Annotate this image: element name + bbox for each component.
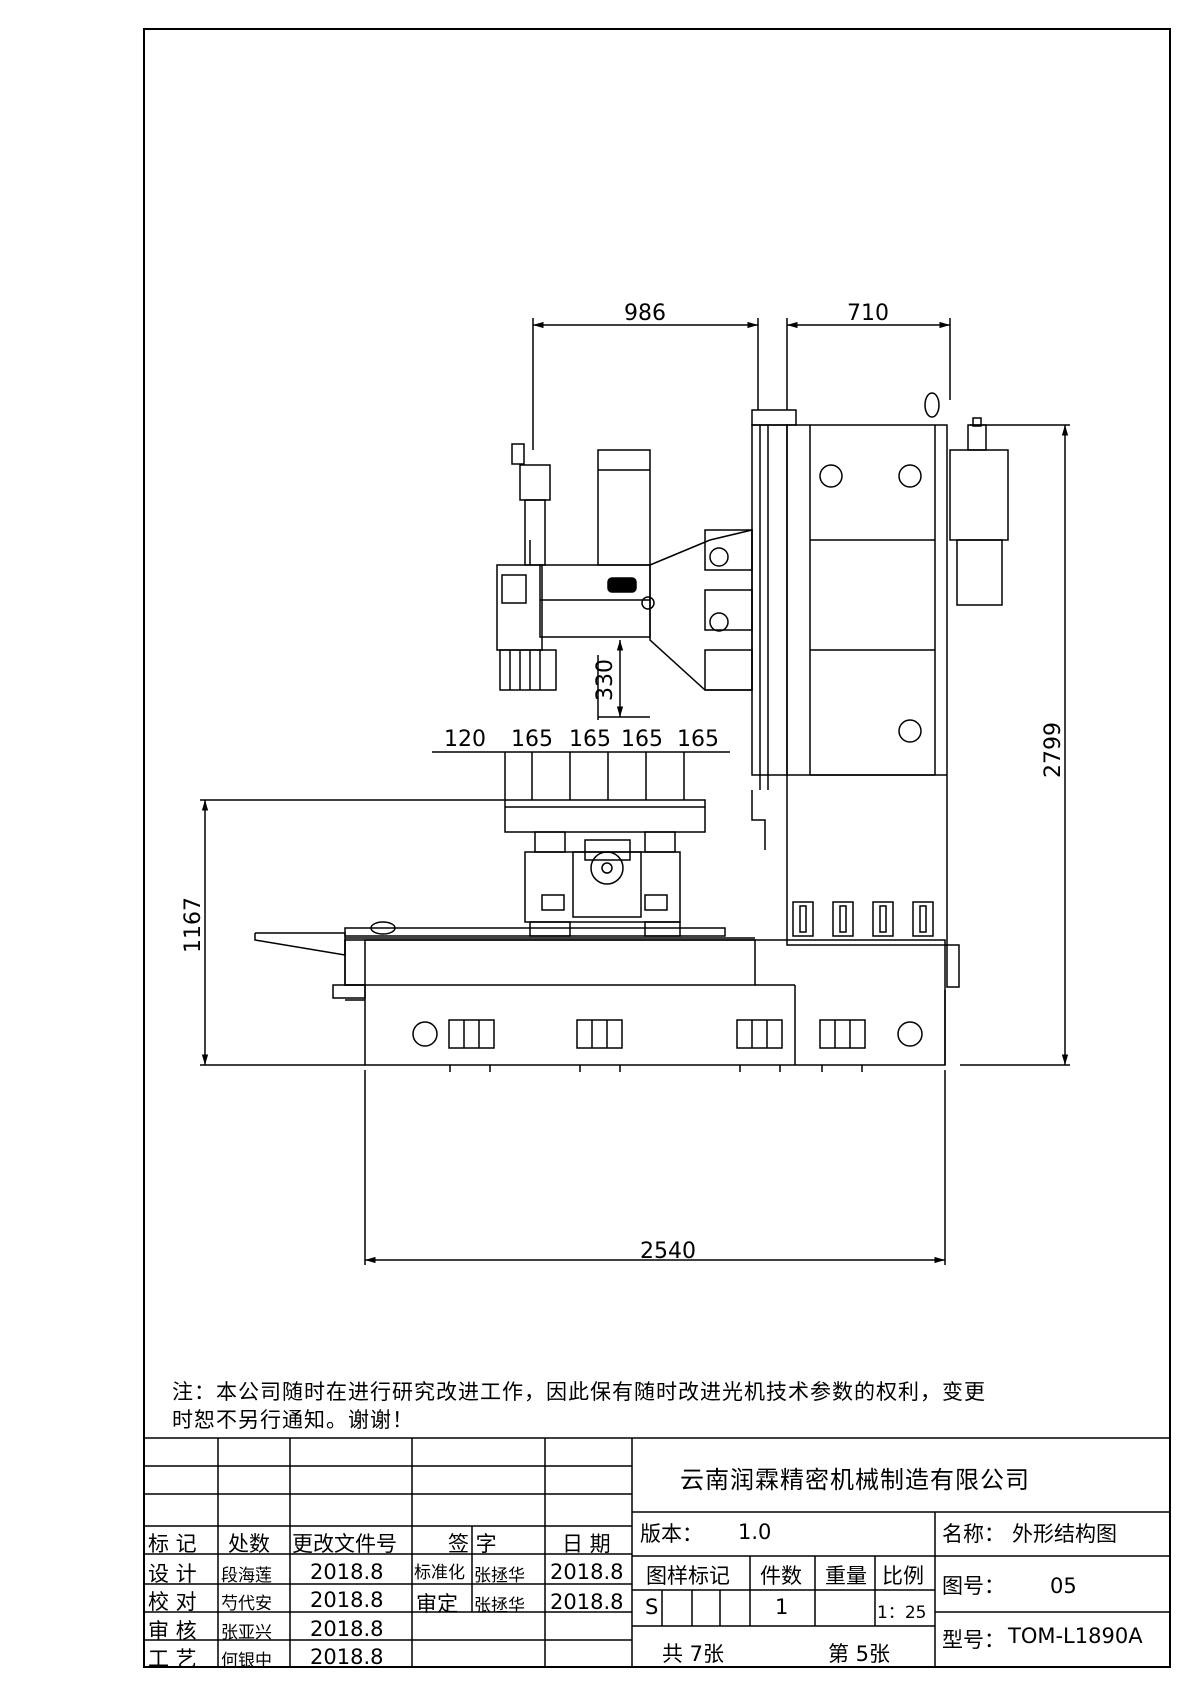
dim-330: 330 bbox=[593, 659, 618, 701]
drawing-no-value: 05 bbox=[1050, 1574, 1077, 1598]
role-review: 审 核 bbox=[148, 1619, 197, 1643]
model-label: 型号： bbox=[942, 1628, 1005, 1652]
header-weight: 重量 bbox=[825, 1564, 867, 1588]
drawing-frame bbox=[143, 28, 1171, 1668]
dim-165-c: 165 bbox=[621, 727, 663, 752]
quantity-value: 1 bbox=[775, 1595, 789, 1619]
dim-165-d: 165 bbox=[677, 727, 719, 752]
role-design: 设 计 bbox=[148, 1562, 197, 1586]
dim-165-b: 165 bbox=[569, 727, 611, 752]
header-sample-mark: 图样标记 bbox=[646, 1564, 730, 1588]
dim-165-a: 165 bbox=[511, 727, 553, 752]
note-line-1: 注：本公司随时在进行研究改进工作，因此保有随时改进光机技术参数的权利，变更 bbox=[172, 1380, 986, 1404]
name-value: 外形结构图 bbox=[1012, 1522, 1117, 1546]
date-process: 2018.8 bbox=[310, 1645, 384, 1669]
header-scale: 比例 bbox=[882, 1564, 924, 1588]
standardization-label: 标准化 bbox=[414, 1563, 465, 1583]
role-process: 工 艺 bbox=[148, 1647, 197, 1671]
approval-date: 2018.8 bbox=[550, 1590, 624, 1614]
dim-1167: 1167 bbox=[181, 897, 206, 953]
role-check: 校 对 bbox=[148, 1590, 197, 1614]
model-value: TOM-L1890A bbox=[1008, 1624, 1143, 1648]
name-label: 名称： bbox=[942, 1522, 1005, 1546]
machine-column bbox=[751, 392, 1009, 988]
person-design: 段海莲 bbox=[221, 1566, 272, 1586]
dim-2799: 2799 bbox=[1041, 722, 1066, 778]
dimension-lines bbox=[200, 318, 1070, 1265]
version-label: 版本： bbox=[640, 1522, 703, 1546]
approval-label: 审定 bbox=[416, 1592, 458, 1616]
standardization-person: 张拯华 bbox=[474, 1566, 525, 1586]
header-zone: 处数 bbox=[228, 1532, 270, 1556]
person-check: 芍代安 bbox=[221, 1594, 272, 1614]
work-table bbox=[344, 799, 726, 937]
revision-note: 注：本公司随时在进行研究改进工作，因此保有随时改进光机技术参数的权利，变更 时恕… bbox=[172, 1378, 1162, 1434]
sample-mark-value: S bbox=[645, 1595, 659, 1619]
company-name: 云南润霖精密机械制造有限公司 bbox=[680, 1466, 1030, 1494]
dim-2540: 2540 bbox=[640, 1239, 696, 1264]
approval-person: 张拯华 bbox=[474, 1596, 525, 1616]
machine-base bbox=[254, 932, 946, 1072]
spindle-head bbox=[496, 443, 753, 691]
header-signature: 签 字 bbox=[448, 1532, 497, 1556]
person-review: 张亚兴 bbox=[221, 1623, 272, 1643]
header-change-doc: 更改文件号 bbox=[292, 1532, 397, 1556]
dim-710: 710 bbox=[847, 301, 889, 326]
person-process: 何银中 bbox=[221, 1651, 272, 1671]
drawing-no-label: 图号： bbox=[942, 1574, 1005, 1598]
dim-986: 986 bbox=[624, 301, 666, 326]
header-date: 日 期 bbox=[562, 1532, 611, 1556]
header-mark: 标 记 bbox=[148, 1532, 197, 1556]
date-design: 2018.8 bbox=[310, 1560, 384, 1584]
title-block-grid bbox=[143, 1437, 1171, 1668]
sheets-total: 共 7张 bbox=[662, 1642, 725, 1666]
standardization-date: 2018.8 bbox=[550, 1560, 624, 1584]
date-check: 2018.8 bbox=[310, 1588, 384, 1612]
header-quantity: 件数 bbox=[760, 1564, 802, 1588]
date-review: 2018.8 bbox=[310, 1617, 384, 1641]
scale-value: 1：25 bbox=[877, 1603, 927, 1623]
note-line-2: 时恕不另行通知。谢谢！ bbox=[172, 1408, 414, 1432]
version-value: 1.0 bbox=[738, 1520, 772, 1544]
sheet-current: 第 5张 bbox=[828, 1642, 891, 1666]
dim-120: 120 bbox=[444, 727, 486, 752]
